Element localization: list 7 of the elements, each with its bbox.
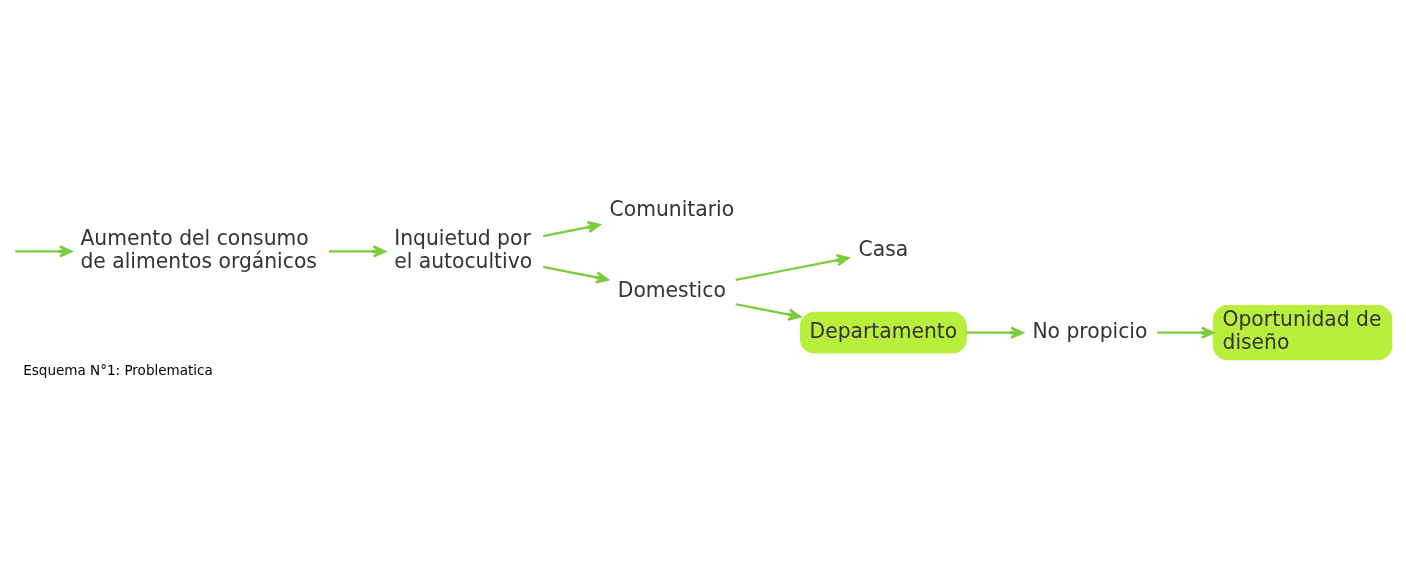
node-text: No propicio [1032, 318, 1148, 343]
node-text: Inquietud por el autocultivo [394, 225, 533, 273]
node-text: Comunitario [609, 196, 735, 221]
node-text: Casa [858, 236, 909, 261]
node-text: Domestico [617, 277, 726, 302]
caption: Esquema N°1: Problematica [23, 361, 213, 378]
node-text: Aumento del consumo de alimentos orgánicos [80, 225, 317, 273]
